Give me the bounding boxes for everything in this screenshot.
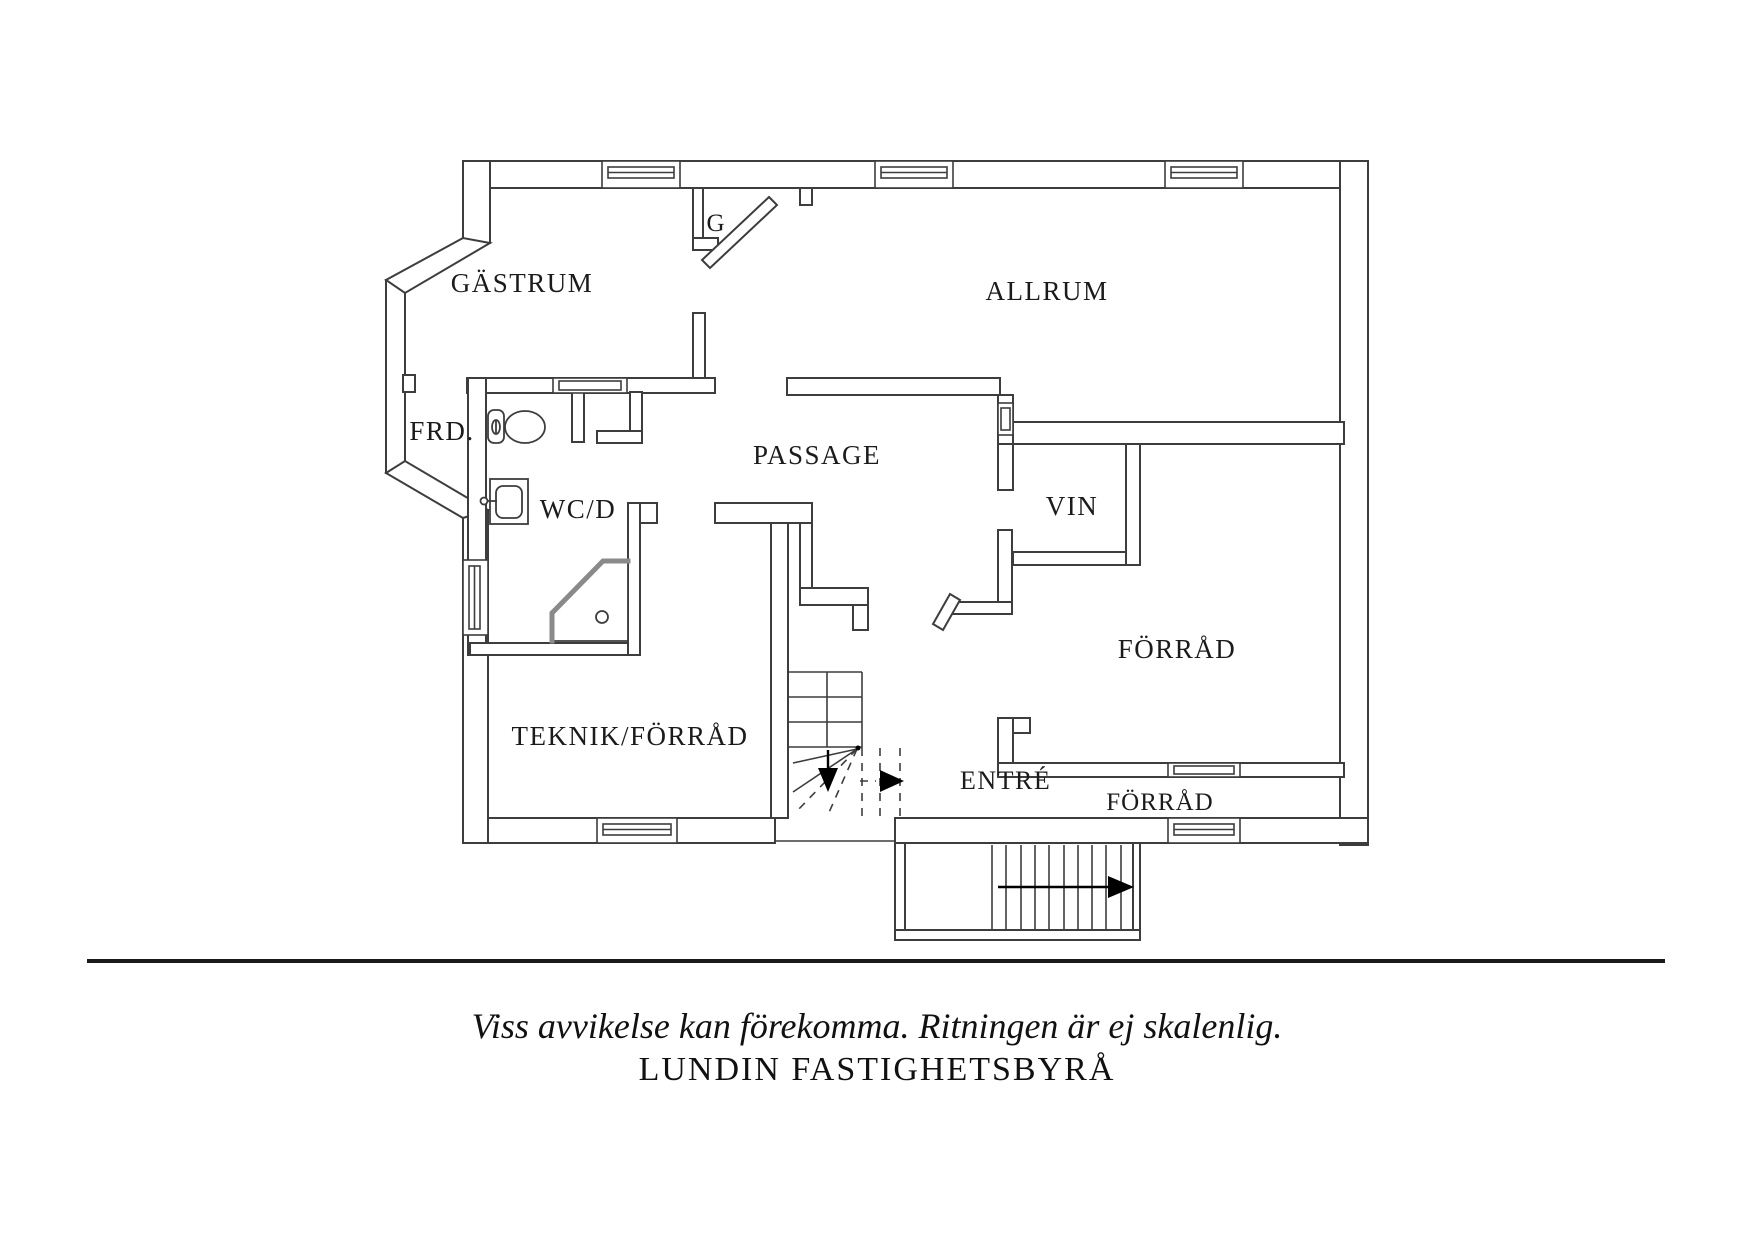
forrad-door-leaf: [931, 592, 962, 632]
gastrum-door-leaf: [700, 195, 779, 270]
window-bottom-teknik: [596, 817, 678, 844]
doors: [700, 195, 962, 632]
window-allrum-connector: [997, 402, 1014, 436]
shower-icon: [549, 558, 631, 644]
entrance-recess: [775, 840, 1141, 941]
room-label-entre: ENTRÉ: [960, 766, 1051, 795]
room-label-frd: FRD.: [409, 416, 474, 446]
window-left-wall: [462, 559, 489, 636]
room-label-forrad-stor: FÖRRÅD: [1118, 634, 1237, 664]
sink-icon: [479, 478, 529, 525]
room-label-forrad-liten: FÖRRÅD: [1106, 789, 1213, 816]
toilet-icon: [487, 409, 546, 444]
room-label-gastrum: GÄSTRUM: [451, 268, 594, 298]
window-bottom-forrad: [1167, 817, 1241, 844]
stair-down-arrow-icon: [818, 750, 838, 792]
room-label-passage: PASSAGE: [753, 440, 881, 470]
room-label-allrum: ALLRUM: [986, 276, 1109, 306]
room-label-vin: VIN: [1046, 491, 1099, 521]
footer-disclaimer: Viss avvikelse kan förekomma. Ritningen …: [472, 1006, 1283, 1046]
window-gastrum-wall: [552, 377, 628, 394]
entry-arrow-icon: [860, 770, 904, 792]
windows: [462, 160, 1244, 844]
window-top-1: [601, 160, 681, 189]
room-labels: GÄSTRUM G ALLRUM FRD. PASSAGE WC/D VIN F…: [409, 210, 1237, 816]
bathroom-fixtures: [479, 409, 631, 644]
room-label-teknik-forrad: TEKNIK/FÖRRÅD: [511, 721, 748, 751]
interior-walls: [402, 187, 1345, 819]
window-top-2: [874, 160, 954, 189]
footer-divider-line: [87, 959, 1665, 963]
room-label-wcd: WC/D: [540, 494, 617, 524]
exterior-stair-direction-arrow-icon: [998, 876, 1134, 898]
room-label-garderob: G: [706, 210, 725, 237]
window-forrad-divider: [1167, 762, 1241, 778]
footer: Viss avvikelse kan förekomma. Ritningen …: [87, 959, 1665, 1088]
interior-stair: [789, 671, 901, 818]
footer-company: LUNDIN FASTIGHETSBYRÅ: [639, 1051, 1116, 1088]
window-top-3: [1164, 160, 1244, 189]
